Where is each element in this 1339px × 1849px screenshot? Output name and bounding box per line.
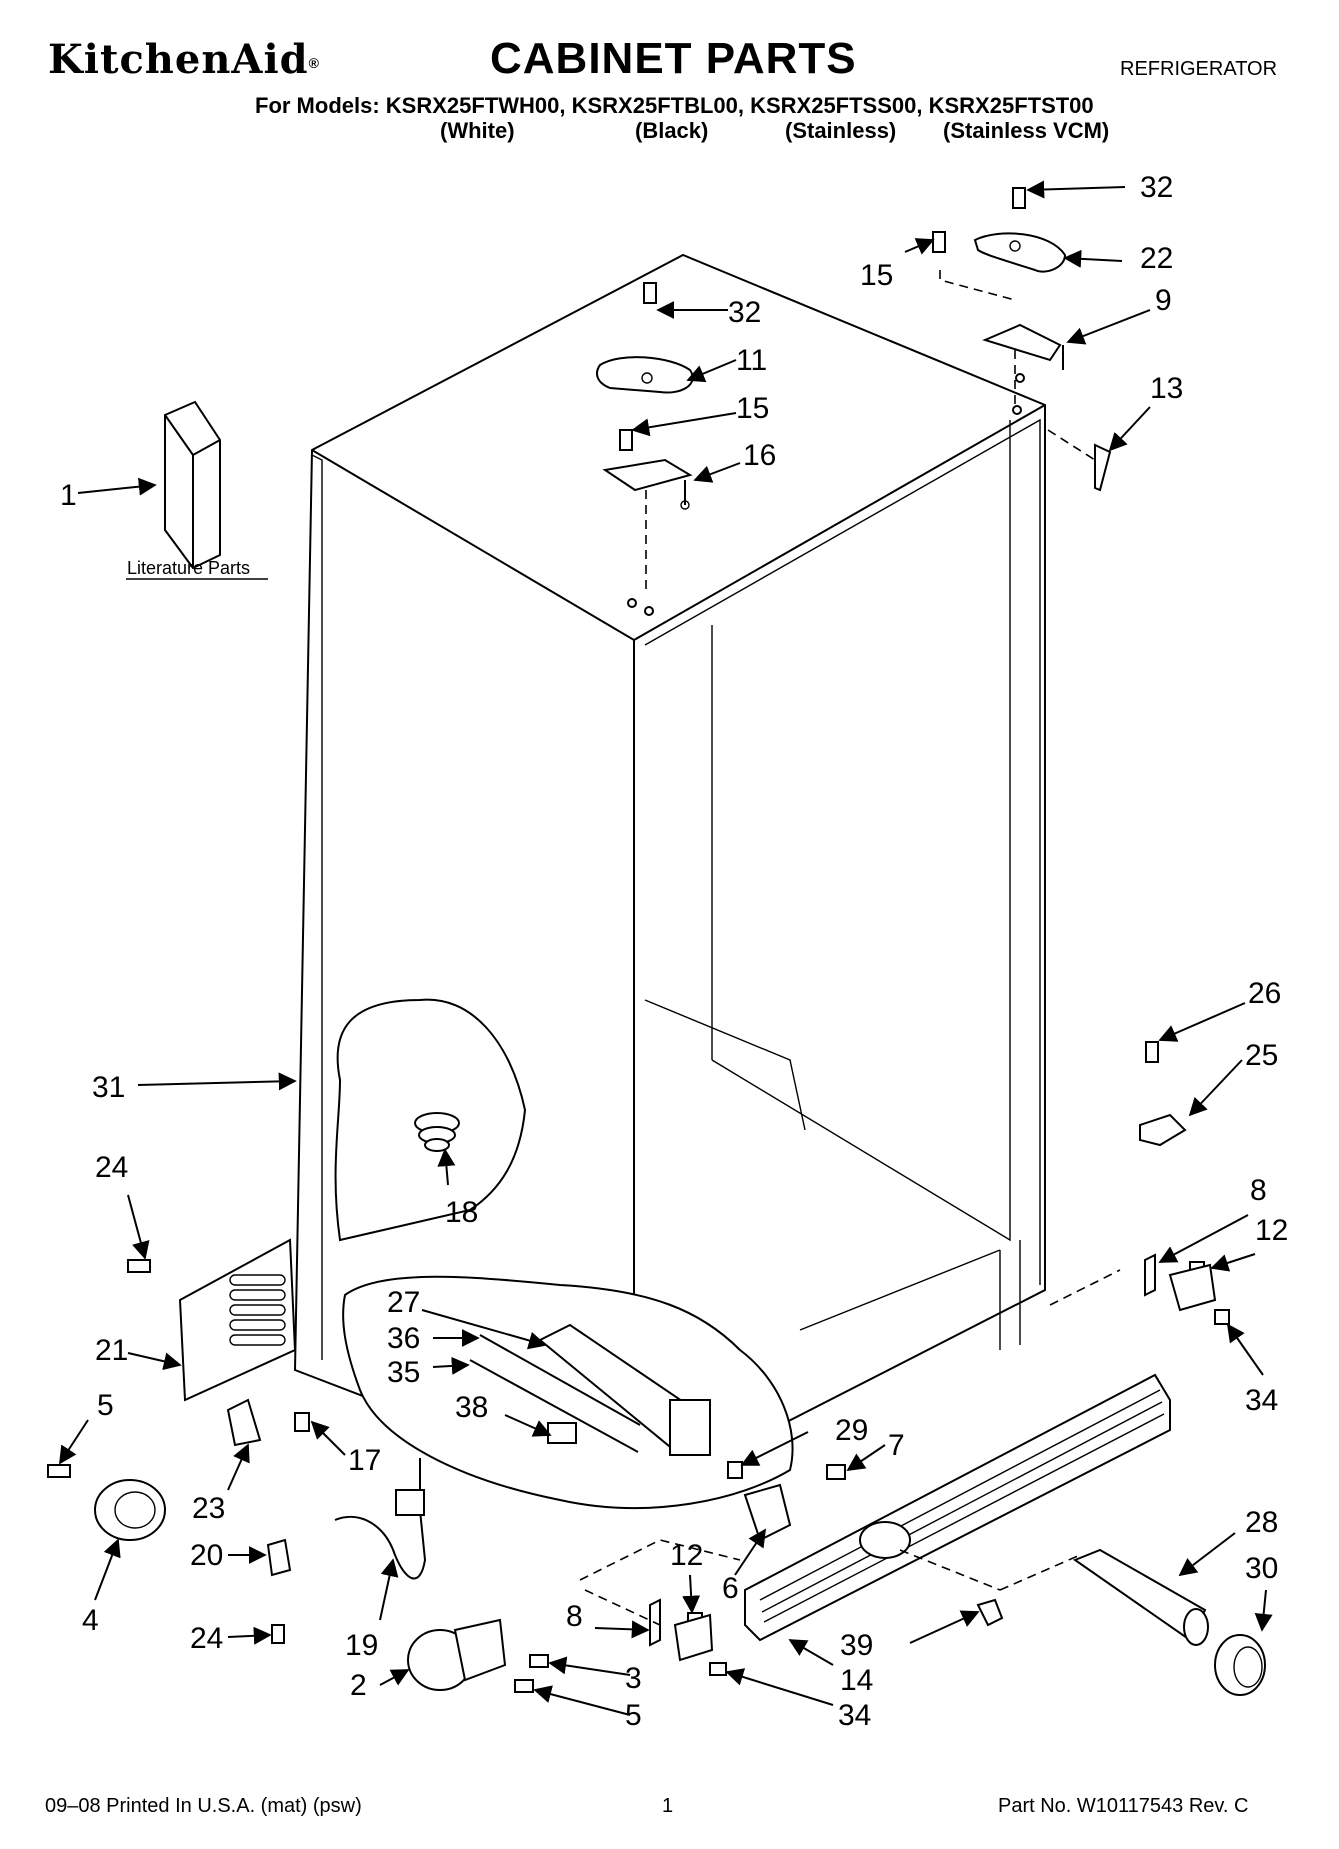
leader-arrows [59,180,1273,1716]
callout-5: 5 [625,1699,642,1732]
hinge-plate-right [982,323,1064,370]
literature-parts-label: Literature Parts [127,558,250,578]
page-number: 1 [662,1795,674,1817]
part-25 [1139,1113,1187,1147]
tube-fitting-19 [395,1489,425,1516]
registered-mark: ® [308,55,320,71]
callout-12: 12 [1255,1214,1288,1247]
screw-7 [826,1464,846,1480]
page-title: CABINET PARTS [490,34,857,83]
screw-5b [514,1679,534,1693]
callout-27: 27 [387,1286,420,1319]
callout-28: 28 [1245,1506,1278,1539]
callout-8: 8 [1250,1174,1267,1207]
vent-grille [178,1238,297,1402]
color-black: (Black) [635,118,709,143]
callout-25: 25 [1245,1039,1278,1072]
callout-4: 4 [82,1604,99,1637]
callout-3: 3 [625,1662,642,1695]
callout-36: 36 [387,1322,420,1355]
pad-38 [547,1422,577,1444]
callout-21: 21 [95,1334,128,1367]
callout-26: 26 [1248,977,1281,1010]
callout-11: 11 [736,344,767,377]
tube-19 [334,1509,427,1580]
screw-24a [127,1259,151,1273]
callout-18: 18 [445,1196,478,1229]
callout-9: 9 [1155,284,1172,317]
callout-8: 8 [566,1600,583,1633]
callout-6: 6 [722,1572,739,1605]
callout-38: 38 [455,1391,488,1424]
callout-16: 16 [743,439,776,472]
brand-logo: KitchenAid® [48,36,320,83]
callout-labels: 32 22 15 9 32 11 15 16 13 1 26 25 31 24 … [60,171,1288,1732]
button-39 [976,1598,1004,1627]
callout-32: 32 [1140,171,1173,204]
callout-7: 7 [888,1429,905,1462]
appliance-type: REFRIGERATOR [1120,58,1278,80]
brand-name: KitchenAid [48,36,309,83]
roller-4 [94,1479,166,1541]
callout-14: 14 [840,1664,873,1697]
callout-1: 1 [60,479,77,512]
bracket-right-8 [1144,1253,1217,1312]
callout-34: 34 [838,1699,871,1732]
callout-5: 5 [97,1389,114,1422]
screw-26 [1145,1041,1159,1063]
leveler-18 [414,1112,460,1152]
color-stainless-vcm: (Stainless VCM) [943,118,1110,143]
hinge-cover-right [973,232,1067,273]
screw-34a [1214,1309,1230,1325]
callout-23: 23 [192,1492,225,1525]
callout-12: 12 [670,1539,703,1572]
callout-24: 24 [95,1151,128,1184]
literature-box [164,400,221,570]
callout-34: 34 [1245,1384,1278,1417]
callout-2: 2 [350,1669,367,1702]
screws-top [619,187,1026,451]
callout-30: 30 [1245,1552,1278,1585]
toe-grille [744,1373,1171,1642]
water-filter [1072,1548,1209,1646]
roller-2 [407,1618,507,1691]
color-stainless: (Stainless) [785,118,897,143]
callout-15: 15 [736,392,769,425]
callout-15: 15 [860,259,893,292]
part-23 [226,1398,262,1447]
callout-20: 20 [190,1539,223,1572]
screw-29 [727,1461,743,1479]
hinge-plate-left [602,458,693,510]
hinge-cover-small [596,356,694,394]
callout-24: 24 [190,1622,223,1655]
bracket-6 [743,1483,792,1542]
part-13-clip [1094,443,1112,492]
screw-5a [47,1464,71,1478]
water-tube-assembly [469,1323,712,1457]
callout-13: 13 [1150,372,1183,405]
print-info: 09–08 Printed In U.S.A. (mat) (psw) [45,1795,362,1817]
bracket-lower-8 [649,1598,714,1662]
models-line: For Models: KSRX25FTWH00, KSRX25FTBL00, … [255,93,1094,118]
callout-35: 35 [387,1356,420,1389]
callout-39: 39 [840,1629,873,1662]
callout-29: 29 [835,1414,868,1447]
screw-3 [529,1654,549,1668]
callout-22: 22 [1140,242,1173,275]
callout-31: 31 [92,1071,125,1104]
screw-17 [294,1412,310,1432]
callout-32: 32 [728,296,761,329]
part-number: Part No. W10117543 Rev. C [998,1795,1249,1817]
color-white: (White) [440,118,515,143]
screw-24b [271,1624,285,1644]
callout-19: 19 [345,1629,378,1662]
callout-17: 17 [348,1444,381,1477]
filter-cap [1214,1634,1266,1696]
screw-34b [709,1662,727,1676]
clip-20 [266,1538,292,1577]
